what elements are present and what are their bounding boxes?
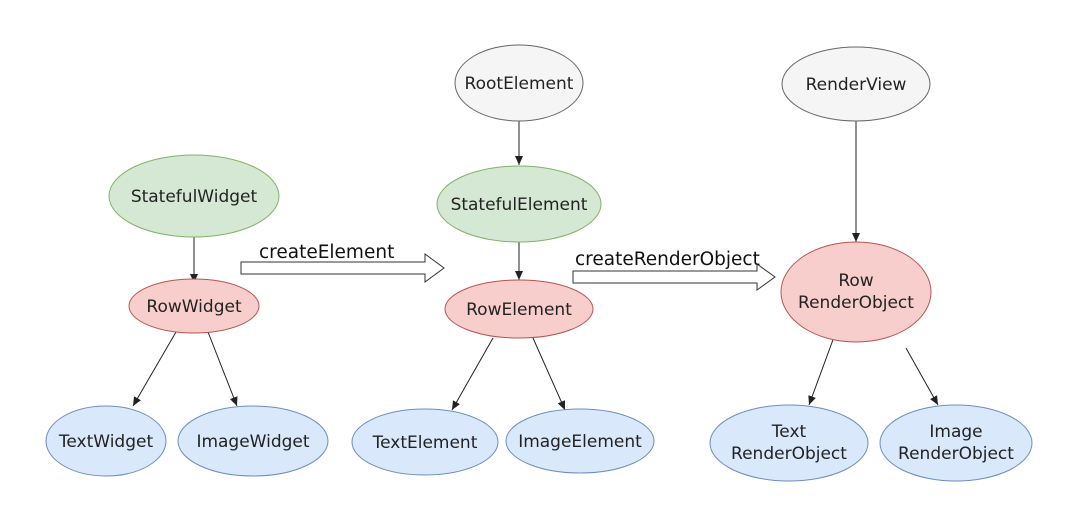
edge-rowrenderobject-textrenderobject: [808, 336, 835, 406]
create-render-object-arrow: createRenderObject: [572, 249, 776, 291]
node-row-element: RowElement: [444, 279, 594, 339]
node-text-widget: TextWidget: [45, 405, 167, 477]
node-root-element-shape: [454, 44, 584, 122]
node-text-element-label: TextElement: [372, 433, 478, 453]
node-image-render-object-label-line2: RenderObject: [898, 444, 1014, 464]
edge-rowelement-imageelement: [532, 337, 566, 411]
node-row-widget-shape: [128, 278, 260, 334]
node-text-element: TextElement: [351, 408, 499, 476]
node-row-element-shape: [444, 279, 594, 339]
node-text-render-object: Text RenderObject: [709, 404, 869, 482]
node-render-view-label: RenderView: [806, 75, 907, 95]
node-text-element-shape: [351, 408, 499, 476]
node-row-widget: RowWidget: [128, 278, 260, 334]
node-image-element-shape: [505, 408, 655, 474]
node-render-view: RenderView: [781, 46, 931, 122]
node-stateful-widget-shape: [108, 154, 280, 238]
node-row-widget-label: RowWidget: [146, 297, 242, 317]
node-row-render-object-label-line2: RenderObject: [798, 293, 914, 313]
node-image-element: ImageElement: [505, 408, 655, 474]
edge-rowwidget-imagewidget: [207, 331, 238, 407]
node-text-render-object-shape: [709, 404, 869, 482]
create-render-object-label: createRenderObject: [575, 249, 760, 270]
node-row-render-object-label-line1: Row: [838, 271, 873, 291]
node-stateful-element-label: StatefulElement: [451, 195, 588, 215]
node-stateful-widget: StatefulWidget: [108, 154, 280, 238]
node-render-view-shape: [781, 46, 931, 122]
node-image-render-object: Image RenderObject: [879, 404, 1033, 482]
node-stateful-widget-label: StatefulWidget: [131, 187, 258, 207]
node-image-element-label: ImageElement: [518, 432, 642, 452]
node-row-element-label: RowElement: [466, 300, 572, 320]
node-text-render-object-label-line2: RenderObject: [731, 444, 847, 464]
create-element-label: createElement: [259, 242, 394, 263]
edge-rowelement-textelement: [451, 337, 494, 411]
create-element-arrow-shape: [240, 253, 445, 283]
node-row-render-object-shape: [780, 241, 932, 343]
node-root-element-label: RootElement: [465, 74, 574, 94]
node-stateful-element-shape: [436, 165, 602, 243]
edge-rowwidget-textwidget: [132, 331, 177, 407]
create-render-object-arrow-shape: [572, 263, 776, 291]
node-text-render-object-label-line1: Text: [771, 422, 807, 442]
node-image-widget-shape: [177, 405, 329, 477]
node-text-widget-shape: [45, 405, 167, 477]
node-image-render-object-shape: [879, 404, 1033, 482]
node-image-widget: ImageWidget: [177, 405, 329, 477]
node-root-element: RootElement: [454, 44, 584, 122]
node-image-widget-label: ImageWidget: [196, 432, 309, 452]
node-stateful-element: StatefulElement: [436, 165, 602, 243]
edge-rowrenderobject-imagerenderobject: [905, 347, 939, 406]
node-image-render-object-label-line1: Image: [929, 422, 982, 442]
node-text-widget-label: TextWidget: [58, 432, 154, 452]
create-element-arrow: createElement: [240, 242, 445, 283]
node-row-render-object: Row RenderObject: [780, 241, 932, 343]
